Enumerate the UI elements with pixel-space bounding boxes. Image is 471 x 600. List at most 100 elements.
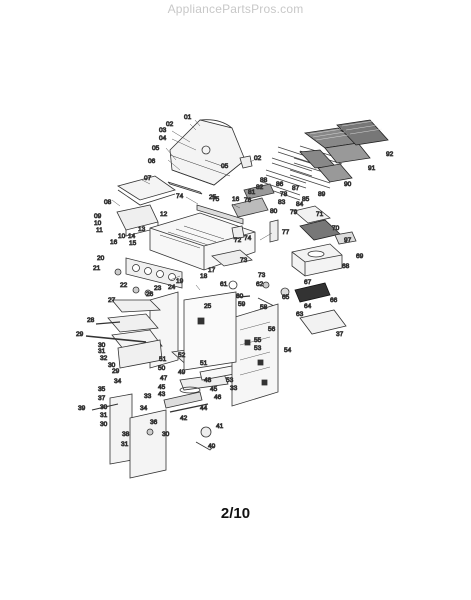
callout-c02a: 02 — [166, 121, 174, 128]
side-burner-lid[interactable] — [334, 231, 357, 245]
callout-c34b: 34 — [140, 405, 148, 412]
callout-c49: 49 — [178, 369, 186, 376]
caster-wheel[interactable] — [195, 426, 215, 451]
page-number: 2/10 — [220, 505, 251, 522]
callout-c51a: 51 — [159, 356, 167, 363]
lid-handle[interactable] — [167, 181, 203, 195]
left-cabinet[interactable] — [107, 291, 179, 369]
callout-c66: 66 — [330, 297, 338, 304]
cart-back-panel[interactable] — [183, 291, 237, 371]
cooking-grates[interactable] — [299, 119, 389, 183]
callout-c30d: 30 — [100, 421, 108, 428]
callout-c31a: 31 — [98, 348, 106, 355]
callout-c80: 80 — [270, 208, 278, 215]
callout-c31c: 31 — [121, 441, 129, 448]
callout-c35: 35 — [98, 386, 106, 393]
callout-c28: 28 — [87, 317, 95, 324]
callout-c71: 71 — [316, 211, 324, 218]
callout-c55: 55 — [254, 337, 262, 344]
callout-c08: 08 — [104, 199, 112, 206]
callout-c30a: 30 — [98, 342, 106, 349]
callout-c42: 42 — [180, 415, 188, 422]
callout-c47: 47 — [160, 375, 168, 382]
callout-c76: 76 — [244, 197, 252, 204]
callout-c88: 88 — [260, 177, 268, 184]
side-burner-grate[interactable] — [293, 205, 341, 241]
cart-rail-small[interactable] — [95, 321, 121, 325]
rotisserie-burner[interactable] — [231, 183, 279, 243]
callout-c41: 41 — [216, 423, 224, 430]
callout-c34a: 34 — [114, 378, 122, 385]
cart-rail[interactable] — [85, 335, 147, 343]
callout-labels: 01 02 02 03 04 05 05 06 07 08 09 10 11 1… — [76, 114, 394, 451]
callout-c81: 81 — [248, 189, 256, 196]
callout-c51b: 51 — [200, 360, 208, 367]
side-burner-housing[interactable] — [291, 243, 343, 277]
callout-c44: 44 — [200, 405, 208, 412]
callout-c73a: 73 — [240, 257, 248, 264]
callout-c62: 62 — [256, 281, 264, 288]
control-panel[interactable] — [125, 257, 183, 289]
callout-c85: 85 — [302, 196, 310, 203]
callout-c86: 86 — [276, 181, 284, 188]
door-hinge[interactable] — [91, 403, 119, 411]
cart-doors[interactable] — [109, 393, 167, 479]
callout-c91: 91 — [368, 165, 376, 172]
callout-c56: 56 — [268, 326, 276, 333]
left-side-shelf[interactable] — [116, 204, 159, 237]
callout-c30b: 30 — [108, 362, 116, 369]
callout-c65: 65 — [282, 294, 290, 301]
callout-c70: 70 — [332, 225, 340, 232]
callout-c18: 18 — [200, 273, 208, 280]
callout-c29b: 29 — [112, 368, 120, 375]
callout-c37b: 37 — [336, 331, 344, 338]
callout-c01: 01 — [184, 114, 192, 121]
callout-c09: 09 — [94, 213, 102, 220]
callout-c78: 78 — [280, 191, 288, 198]
grill-lid[interactable] — [169, 119, 246, 186]
callout-c77: 77 — [282, 229, 290, 236]
callout-c32: 32 — [100, 355, 108, 362]
callout-c30e: 30 — [162, 431, 170, 438]
callout-c39: 39 — [78, 405, 86, 412]
callout-c63: 63 — [296, 311, 304, 318]
callout-c79: 79 — [290, 209, 298, 216]
callout-c74a: 74 — [176, 193, 184, 200]
callout-c27: 27 — [108, 297, 116, 304]
callout-c30c: 30 — [100, 404, 108, 411]
lid-side-bracket — [239, 155, 253, 169]
callout-c60: 60 — [236, 293, 244, 300]
drip-tray[interactable] — [211, 225, 253, 267]
callout-c16a: 16 — [110, 239, 118, 246]
side-burner-control[interactable] — [294, 282, 331, 303]
callout-c54: 54 — [284, 347, 292, 354]
callout-c15: 15 — [129, 240, 137, 247]
leader-lines — [111, 119, 273, 291]
callout-c25b: 25 — [204, 303, 212, 310]
warming-rack[interactable] — [117, 175, 176, 206]
callout-c07: 07 — [144, 175, 152, 182]
callout-c45a: 45 — [158, 384, 166, 391]
control-knobs[interactable] — [114, 268, 152, 297]
callout-c26: 26 — [146, 291, 154, 298]
right-cabinet[interactable] — [231, 303, 279, 407]
callout-c97: 97 — [344, 237, 352, 244]
callout-c64: 64 — [304, 303, 312, 310]
callout-c20: 20 — [97, 255, 105, 262]
callout-c87: 87 — [292, 185, 300, 192]
cabinet-shelf[interactable] — [299, 309, 347, 335]
callout-c67: 67 — [304, 279, 312, 286]
callout-c53b: 53 — [254, 345, 262, 352]
callout-c68: 68 — [342, 263, 350, 270]
callout-c19: 19 — [176, 278, 184, 285]
callout-c89: 89 — [318, 191, 326, 198]
callout-c90: 90 — [344, 181, 352, 188]
callout-c31b: 31 — [100, 412, 108, 419]
heat-plate[interactable] — [196, 204, 244, 225]
callout-c10a: 10 — [94, 220, 102, 227]
callout-c58: 58 — [260, 304, 268, 311]
callout-c52: 52 — [178, 352, 186, 359]
callout-c83: 83 — [278, 199, 286, 206]
callout-c12: 12 — [160, 211, 168, 218]
